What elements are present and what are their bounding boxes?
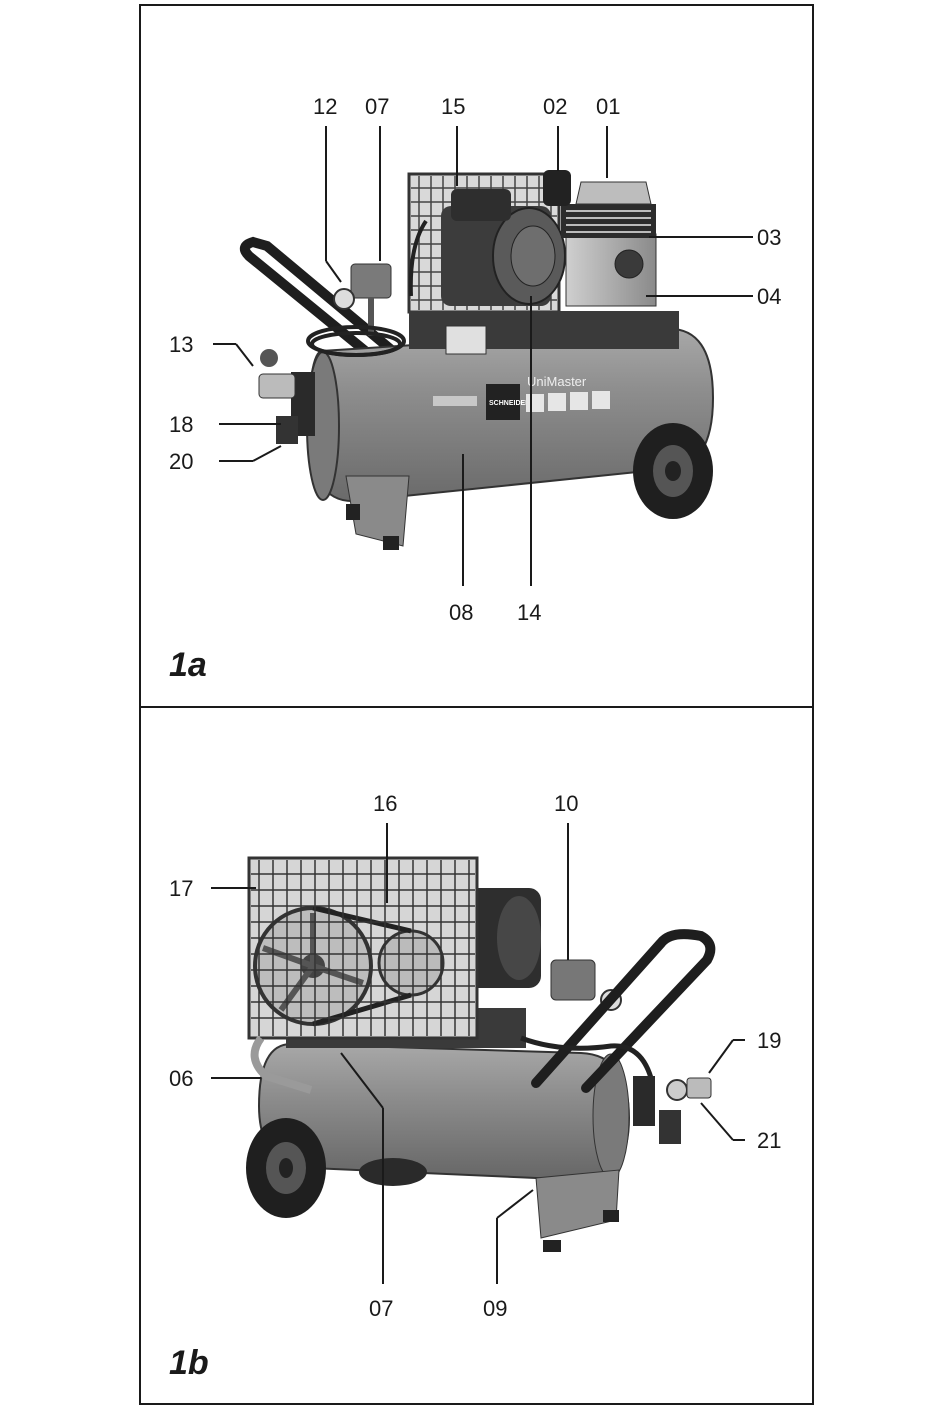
callout-03: 03 — [757, 225, 781, 250]
callout-19: 19 — [757, 1028, 781, 1053]
figure-label-1b: 1b — [169, 1344, 209, 1383]
callout-20: 20 — [169, 449, 193, 474]
callout-06: 06 — [169, 1066, 193, 1091]
platform — [409, 311, 679, 354]
callout-07: 07 — [369, 1296, 393, 1321]
callout-12: 12 — [313, 94, 337, 119]
callout-10: 10 — [554, 791, 578, 816]
compressor-front-illustration: SCHNEIDER UniMaster — [141, 6, 812, 706]
wheel — [633, 423, 713, 519]
callout-07: 07 — [365, 94, 389, 119]
callout-18: 18 — [169, 412, 193, 437]
figure-1a-panel: SCHNEIDER UniMaster — [139, 4, 814, 708]
support-foot — [536, 1170, 619, 1252]
pressure-regulator-unit — [633, 1076, 711, 1144]
callout-17: 17 — [169, 876, 193, 901]
figure-1b-panel: 16 10 17 19 06 21 07 09 1b — [139, 706, 814, 1405]
callout-15: 15 — [441, 94, 465, 119]
compressor-rear-illustration: 16 10 17 19 06 21 07 09 — [141, 708, 812, 1403]
belt-guard-grille — [249, 858, 477, 1038]
figure-label-1a: 1a — [169, 646, 207, 685]
callout-01: 01 — [596, 94, 620, 119]
callout-14: 14 — [517, 600, 541, 625]
brand-logo-text: SCHNEIDER — [489, 400, 530, 407]
callout-16: 16 — [373, 791, 397, 816]
callout-04: 04 — [757, 284, 781, 309]
callout-09: 09 — [483, 1296, 507, 1321]
wheel — [246, 1118, 326, 1218]
callout-02: 02 — [543, 94, 567, 119]
model-name-text: UniMaster — [527, 374, 587, 389]
callout-21: 21 — [757, 1128, 781, 1153]
callout-13: 13 — [169, 332, 193, 357]
support-foot — [346, 476, 409, 550]
pressure-regulator-unit — [259, 349, 315, 444]
rear-wheel-shadow — [359, 1158, 427, 1186]
callout-08: 08 — [449, 600, 473, 625]
